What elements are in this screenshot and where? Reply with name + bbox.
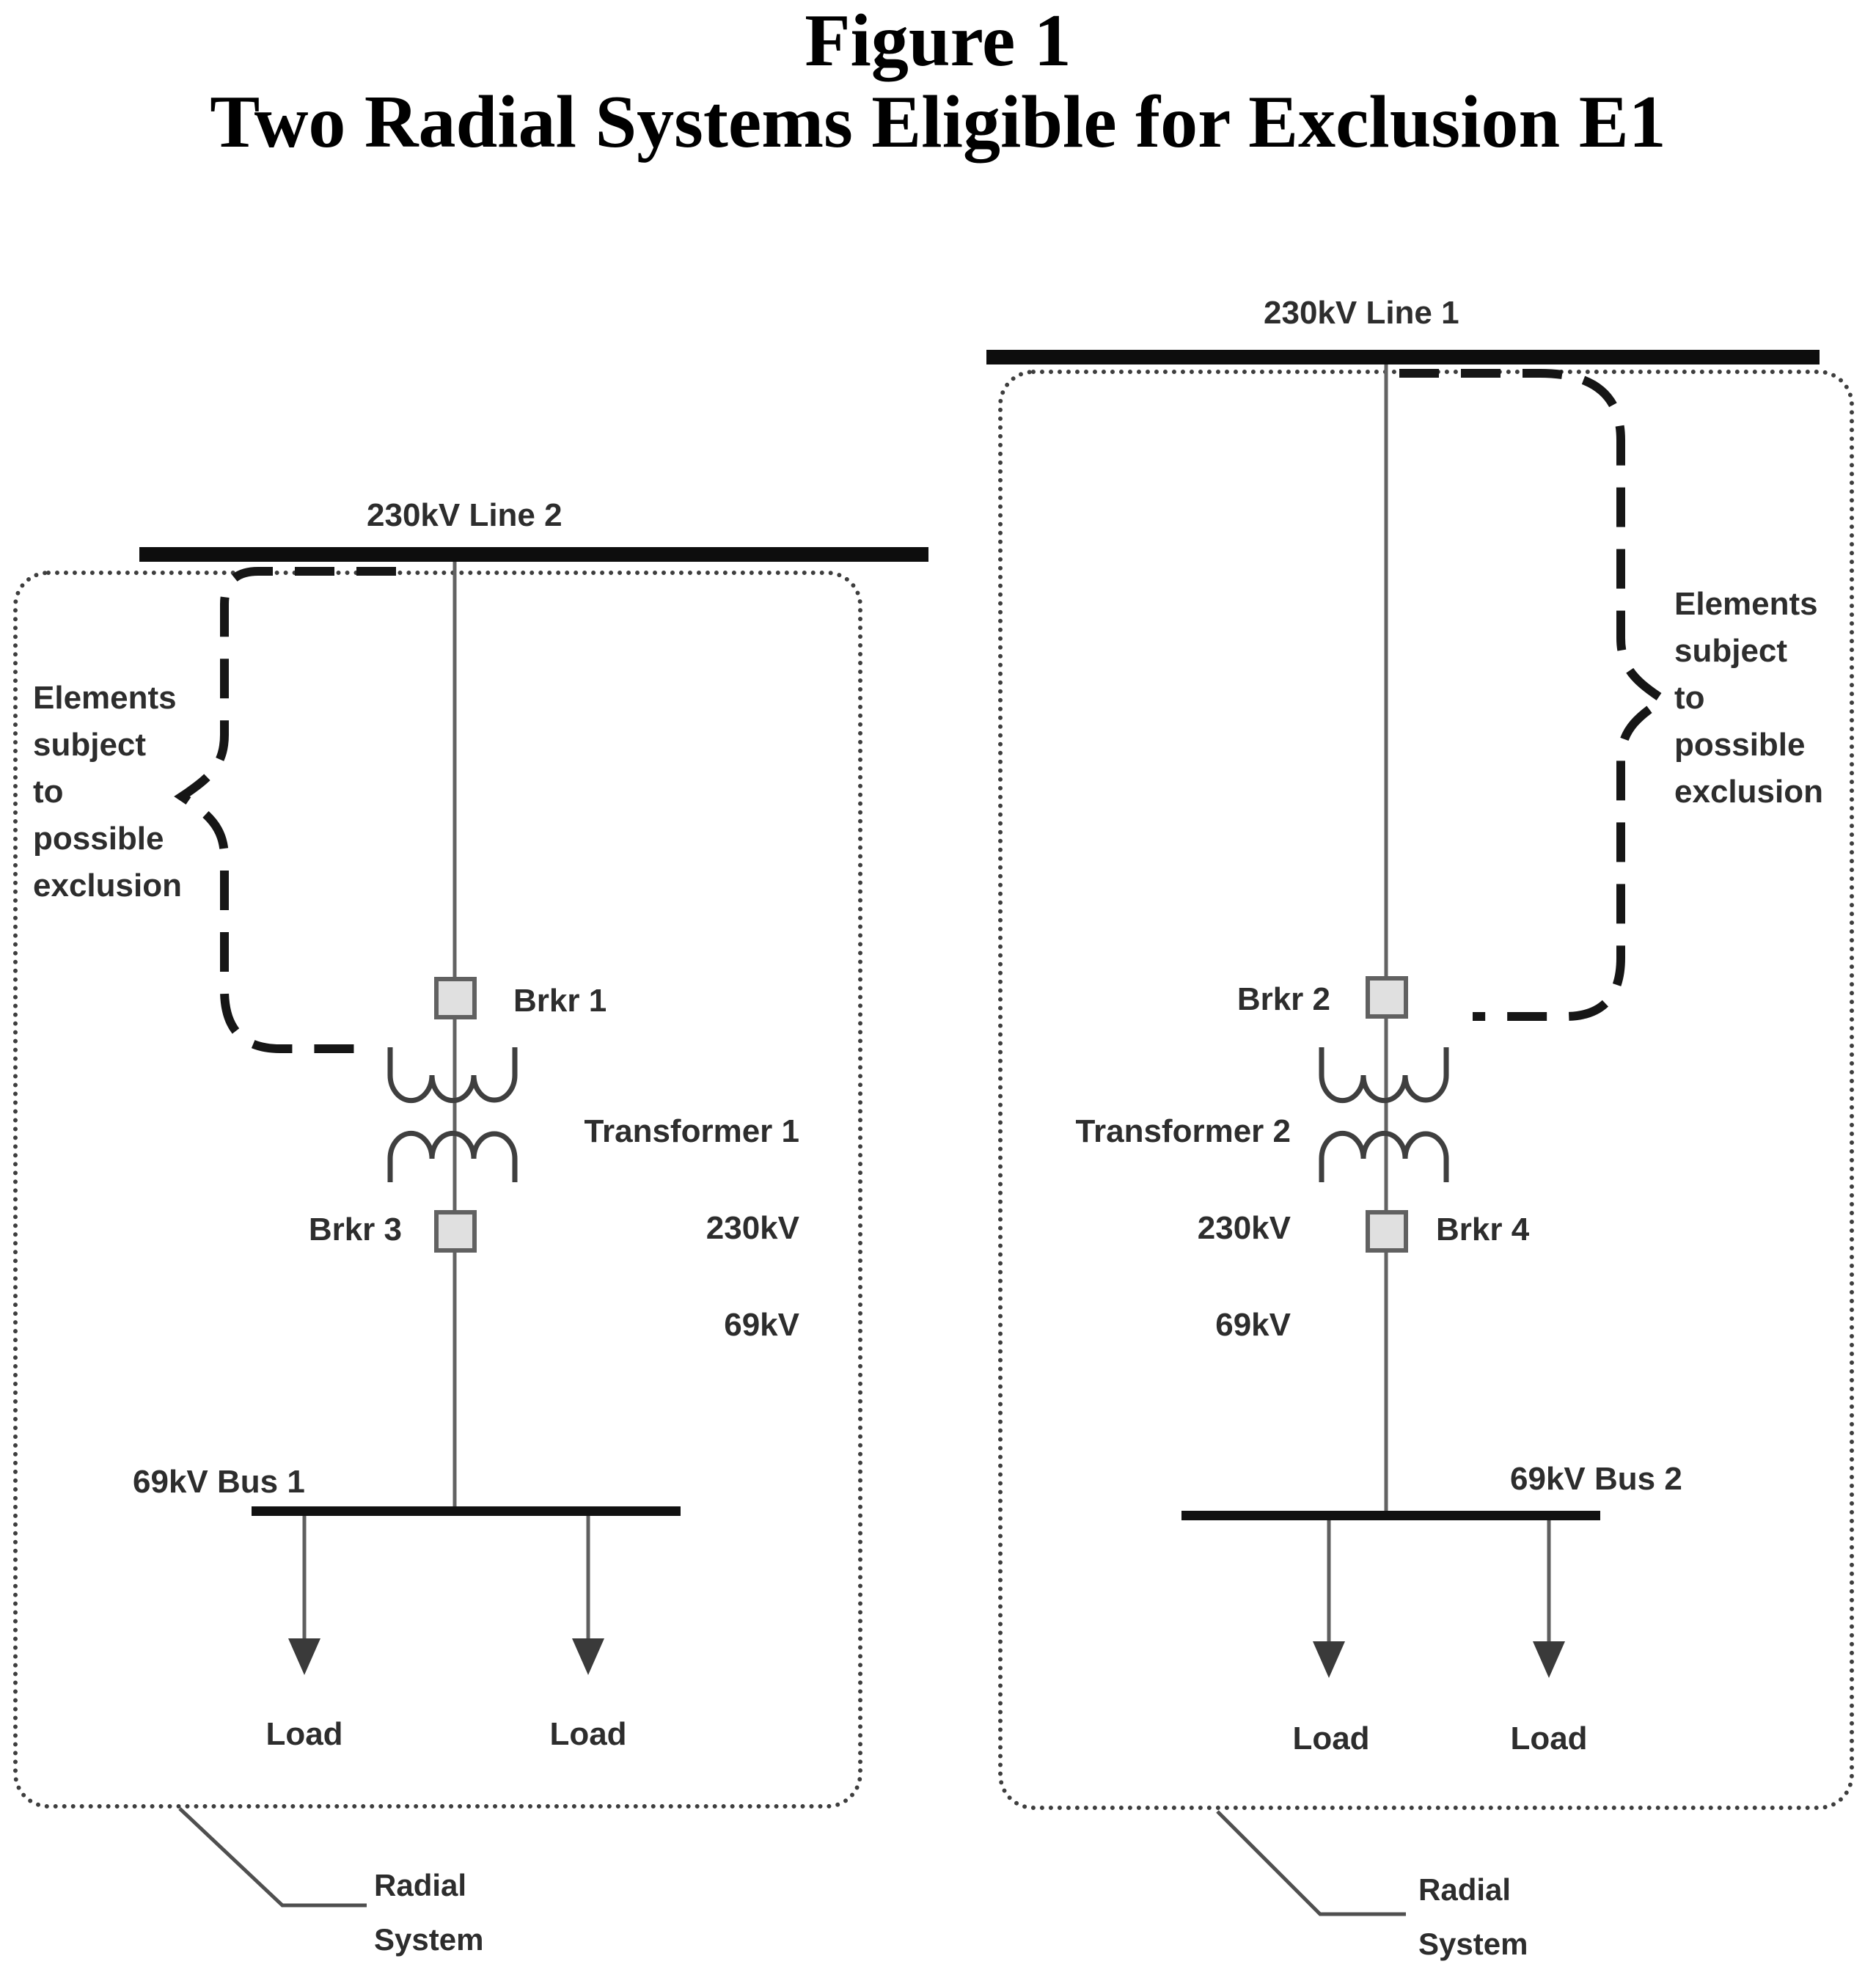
right-system-wiring [1216, 363, 1671, 1916]
left-exclusion-note: Elements subject to possible exclusion [33, 680, 182, 904]
right-load1-label: Load [1292, 1721, 1370, 1756]
right-exclusion-note: Elements subject to possible exclusion [1674, 586, 1823, 810]
transformer1-name: Transformer 1 [584, 1113, 799, 1149]
left-radial-system-boundary [13, 571, 862, 1809]
transformer2-icon [1319, 1047, 1449, 1182]
right-exclusion-boundary-dashed [1399, 369, 1671, 1021]
breaker1-box [434, 977, 477, 1019]
breaker2-label: Brkr 2 [1236, 981, 1330, 1017]
left-line-label: 230kV Line 2 [367, 497, 563, 533]
transformer2-label-block: Transformer 2 230kV 69kV [1033, 1059, 1291, 1398]
left-230kv-line-bar [139, 547, 928, 562]
right-radial-system-label: Radial System [1418, 1872, 1528, 1961]
right-line-label: 230kV Line 1 [1264, 295, 1459, 331]
left-load2-label: Load [549, 1716, 627, 1752]
right-bus-label: 69kV Bus 2 [1510, 1461, 1682, 1497]
right-load2-arrow-down-icon [1533, 1641, 1565, 1678]
breaker1-label: Brkr 1 [513, 983, 607, 1019]
right-load1-arrow-down-icon [1313, 1641, 1345, 1678]
right-load2-label: Load [1510, 1721, 1588, 1756]
left-load1-arrow-down-icon [288, 1638, 320, 1675]
transformer1-lv-rating: 69kV [724, 1307, 799, 1343]
figure-title-line1: Figure 1 [805, 0, 1071, 82]
breaker4-box [1366, 1210, 1408, 1253]
right-radial-system-leader-line [1216, 1810, 1406, 1916]
left-bus-label: 69kV Bus 1 [133, 1464, 305, 1500]
right-230kv-line-bar [986, 350, 1820, 364]
right-69kv-bus-bar [1181, 1511, 1600, 1520]
transformer2-lv-rating: 69kV [1215, 1307, 1291, 1343]
transformer1-hv-rating: 230kV [706, 1210, 799, 1246]
breaker4-label: Brkr 4 [1436, 1212, 1530, 1247]
transformer1-lv-coil-icon [387, 1130, 518, 1182]
transformer2-name: Transformer 2 [1075, 1113, 1291, 1149]
breaker3-box [434, 1210, 477, 1253]
left-exclusion-boundary-dashed [174, 567, 396, 1053]
left-radial-system-leader-line [178, 1807, 367, 1908]
transformer1-hv-coil-icon [387, 1047, 518, 1104]
transformer2-hv-coil-icon [1319, 1047, 1449, 1104]
figure-title-line2: Two Radial Systems Eligible for Exclusio… [210, 81, 1666, 164]
breaker3-label: Brkr 3 [308, 1212, 402, 1247]
transformer2-hv-rating: 230kV [1197, 1210, 1291, 1246]
left-69kv-bus-bar [252, 1506, 681, 1516]
left-load1-label: Load [265, 1716, 343, 1752]
left-system-wiring [174, 560, 604, 1908]
breaker2-box [1366, 976, 1408, 1019]
transformer1-label-block: Transformer 1 230kV 69kV [469, 1059, 799, 1398]
transformer1-icon [387, 1047, 518, 1182]
figure-title: Figure 1 Two Radial Systems Eligible for… [0, 0, 1876, 163]
left-load2-arrow-down-icon [572, 1638, 604, 1675]
transformer2-lv-coil-icon [1319, 1130, 1449, 1182]
left-radial-system-label: Radial System [374, 1868, 484, 1957]
